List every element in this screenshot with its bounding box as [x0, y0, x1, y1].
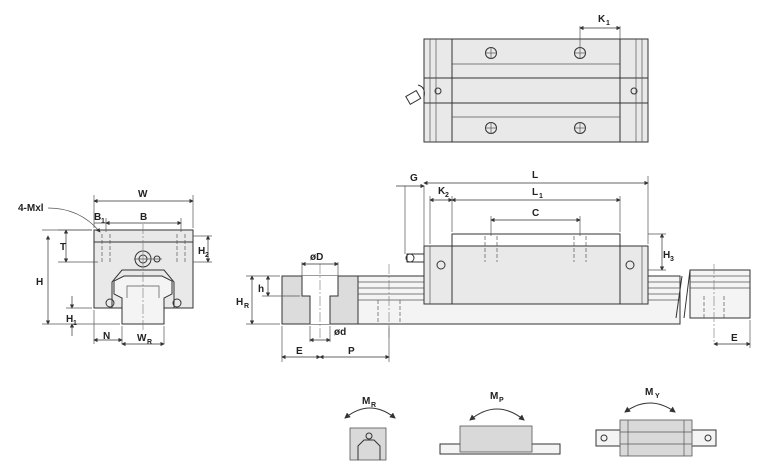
- side-view-rail-continued: [689, 269, 751, 319]
- svg-text:1: 1: [73, 320, 77, 327]
- label-mp: M: [490, 391, 498, 402]
- top-view-block: [423, 38, 649, 143]
- svg-text:1: 1: [606, 20, 610, 27]
- side-grease-nipple-icon: [405, 253, 425, 263]
- break-line: [675, 269, 691, 319]
- top-view-mounting-holes: [434, 47, 638, 134]
- moment-mr: M R: [344, 396, 396, 461]
- dim-b1: B: [94, 212, 101, 223]
- dim-hr: H: [236, 297, 243, 308]
- top-view-center-body: [451, 38, 621, 143]
- grease-nipple-icon: [405, 84, 425, 106]
- dim-e-left: E: [296, 346, 303, 357]
- dim-wr: W: [137, 333, 147, 344]
- dim-l1: L: [532, 187, 538, 198]
- dim-c: C: [532, 208, 539, 219]
- dim-g: G: [410, 173, 418, 184]
- svg-text:2: 2: [445, 192, 449, 199]
- dim-t: T: [60, 242, 66, 253]
- dim-h: H: [36, 277, 43, 288]
- dim-w: W: [138, 189, 148, 200]
- end-view-bolt-left: [105, 298, 115, 308]
- side-view: G L L 1 K 2 C H 3 øD H R: [236, 170, 751, 362]
- svg-text:R: R: [371, 402, 376, 409]
- dim-b: B: [140, 212, 147, 223]
- dim-l: L: [532, 170, 538, 181]
- svg-text:P: P: [499, 397, 504, 404]
- svg-text:3: 3: [670, 256, 674, 263]
- label-mr: M: [362, 396, 370, 407]
- dim-h2: H: [198, 246, 205, 257]
- dim-h1: H: [66, 314, 73, 325]
- svg-text:1: 1: [539, 193, 543, 200]
- top-view: K 1: [405, 14, 649, 143]
- svg-text:Y: Y: [655, 393, 660, 400]
- svg-text:R: R: [147, 339, 152, 346]
- dim-k2: K: [438, 186, 446, 197]
- dim-n: N: [103, 331, 110, 342]
- mp-block-icon: [459, 425, 533, 453]
- svg-text:R: R: [244, 303, 249, 310]
- label-my: M: [645, 387, 653, 398]
- moment-my: M Y: [595, 387, 717, 457]
- my-block-icon: [619, 419, 693, 457]
- dim-h3: H: [663, 250, 670, 261]
- label-thread-spec: 4-Mxl: [18, 203, 44, 214]
- side-view-block-body: [451, 233, 621, 305]
- moment-mp: M P: [439, 391, 561, 455]
- end-view: W B B 1 4-Mxl T H H 1 H 2: [18, 189, 212, 347]
- side-view-block: [423, 245, 649, 305]
- end-view-bolt-right: [172, 298, 182, 308]
- dim-bore-diameter: øD: [310, 252, 323, 263]
- dim-k1: K: [598, 14, 606, 25]
- dim-pitch: P: [348, 346, 355, 357]
- dim-counterbore-depth: h: [258, 284, 264, 295]
- svg-text:1: 1: [101, 218, 105, 225]
- svg-text:2: 2: [205, 252, 209, 259]
- dim-e-right: E: [731, 333, 738, 344]
- dim-hole-diameter: ød: [334, 327, 346, 338]
